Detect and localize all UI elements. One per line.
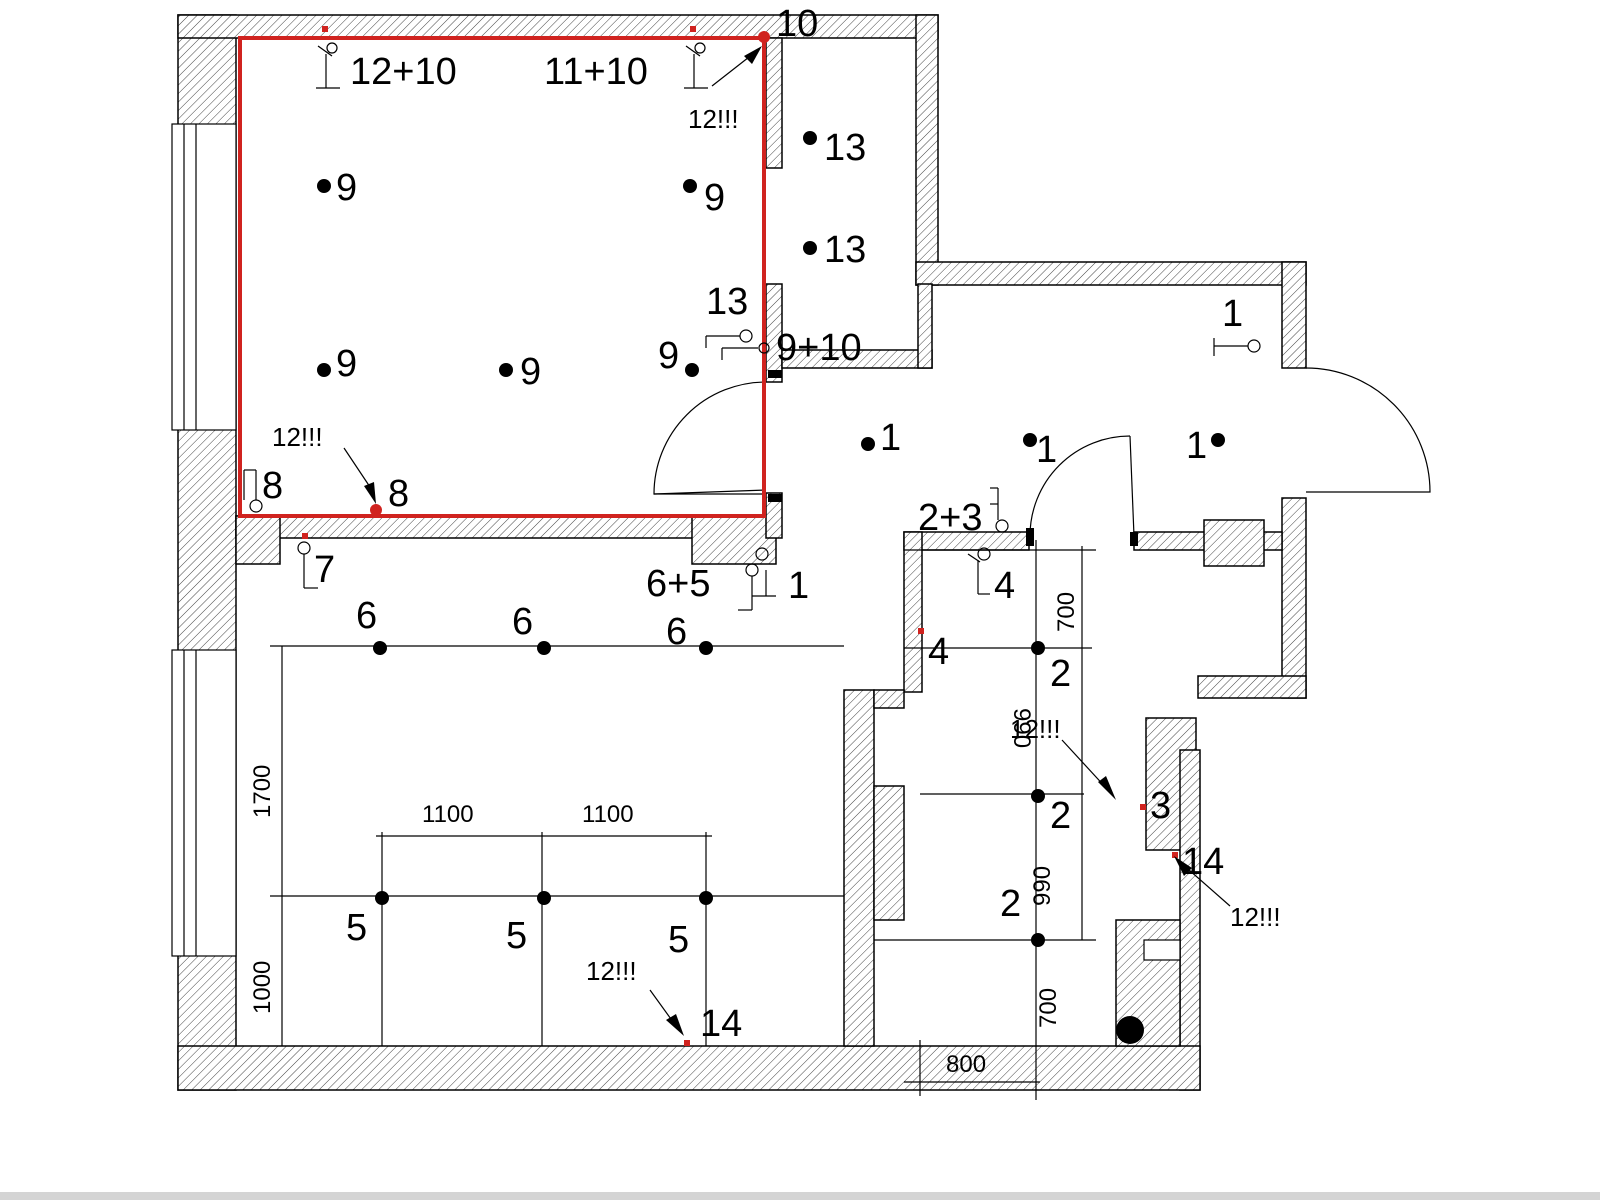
label-13-a: 13 <box>824 127 866 169</box>
label-3: 3 <box>1150 785 1171 827</box>
dim-1100-a: 1100 <box>422 801 474 828</box>
red-mark-4 <box>918 628 924 634</box>
bottom-bar <box>0 1192 1600 1200</box>
switch-icon <box>1213 338 1261 356</box>
dim-700-a: 700 <box>1053 592 1080 632</box>
label-12-10: 12+10 <box>350 51 457 93</box>
label-1-b: 1 <box>1036 429 1057 471</box>
switch-icon <box>297 541 318 589</box>
switch-icon <box>684 42 708 89</box>
annotation-arrows <box>343 46 1231 1036</box>
note-12-left: 12!!! <box>272 422 323 452</box>
label-2-3: 2+3 <box>918 497 982 539</box>
dim-1100-b: 1100 <box>582 801 634 828</box>
label-13-c: 13 <box>706 281 748 323</box>
label-7: 7 <box>314 549 335 591</box>
label-5-b: 5 <box>506 915 527 957</box>
switch-icon <box>990 487 1009 533</box>
dimension-labels: 1700 1000 1100 1100 700 990 990 700 800 <box>249 592 1080 1078</box>
red-point-8 <box>370 504 382 516</box>
dim-990-a: 990 <box>1008 708 1035 748</box>
label-8-a: 8 <box>262 465 283 507</box>
label-5-c: 5 <box>668 919 689 961</box>
note-12-bath: 12!!! <box>1010 714 1061 744</box>
label-6-5: 6+5 <box>646 563 710 605</box>
label-9-e: 9 <box>658 335 679 377</box>
label-6-c: 6 <box>666 611 687 653</box>
dim-990-b: 990 <box>1029 866 1056 906</box>
label-2-c: 2 <box>1000 883 1021 925</box>
label-11-10: 11+10 <box>544 51 648 93</box>
red-point-10 <box>758 31 770 43</box>
switch-icon <box>738 547 776 611</box>
label-10: 10 <box>776 3 818 45</box>
label-8-b: 8 <box>388 473 409 515</box>
dimension-lines <box>270 540 1096 1100</box>
label-1-a: 1 <box>880 417 901 459</box>
label-9-a: 9 <box>336 167 357 209</box>
label-6-b: 6 <box>512 601 533 643</box>
label-13-b: 13 <box>824 229 866 271</box>
switch-icon <box>967 547 991 595</box>
switch-icon <box>243 469 263 513</box>
dim-1700: 1700 <box>249 765 276 818</box>
label-14-b: 14 <box>1182 841 1224 883</box>
label-9-10: 9+10 <box>776 327 862 369</box>
highlighted-room-outline <box>238 36 766 518</box>
note-12-right: 12!!! <box>1230 902 1281 932</box>
label-2-a: 2 <box>1050 653 1071 695</box>
red-mark-3 <box>1140 804 1146 810</box>
red-mark-14a <box>684 1040 690 1046</box>
red-mark-7 <box>302 533 308 539</box>
red-mark-top-1 <box>322 26 328 32</box>
label-9-c: 9 <box>336 343 357 385</box>
labels: 10 12+10 11+10 12!!! 13 13 13 9 9 9 9 9 … <box>262 3 1281 1045</box>
label-4-b: 4 <box>928 631 949 673</box>
light-points <box>317 131 1225 1044</box>
windows <box>171 123 237 957</box>
dim-1000: 1000 <box>249 961 276 1014</box>
label-5-a: 5 <box>346 907 367 949</box>
dim-800: 800 <box>946 1051 986 1078</box>
note-12-bottom: 12!!! <box>586 956 637 986</box>
label-9-d: 9 <box>520 351 541 393</box>
label-2-b: 2 <box>1050 795 1071 837</box>
doors <box>653 367 1431 546</box>
label-4-a: 4 <box>994 565 1015 607</box>
note-12-top: 12!!! <box>688 104 739 134</box>
switch-icon <box>705 329 770 360</box>
label-6-a: 6 <box>356 595 377 637</box>
label-9-b: 9 <box>704 177 725 219</box>
label-1-d: 1 <box>1222 293 1243 335</box>
switch-icon <box>316 42 340 89</box>
dim-700-b: 700 <box>1035 988 1062 1028</box>
switch-symbols <box>243 42 1261 611</box>
label-1-c: 1 <box>1186 425 1207 467</box>
label-14-a: 14 <box>700 1003 742 1045</box>
red-mark-14b <box>1172 852 1178 858</box>
red-mark-top-2 <box>690 26 696 32</box>
label-1-switch: 1 <box>788 565 809 607</box>
